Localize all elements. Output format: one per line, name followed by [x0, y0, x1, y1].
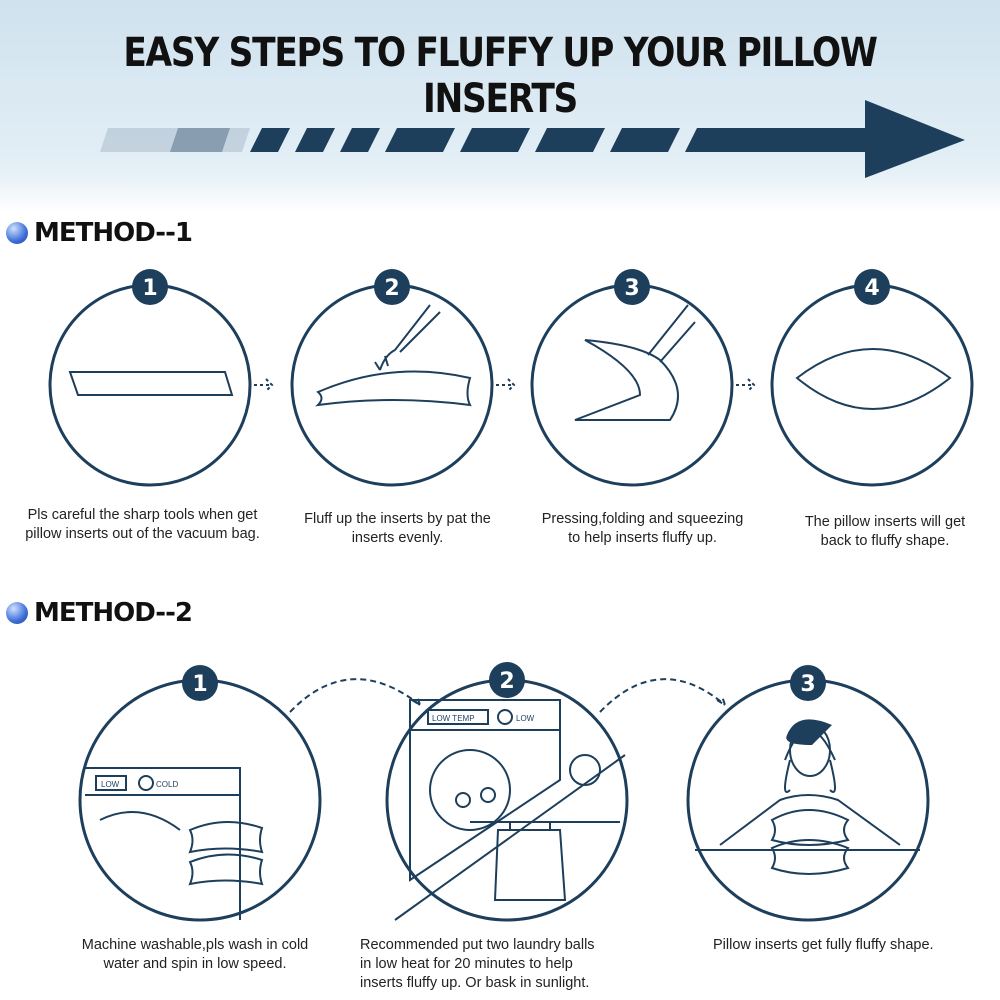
step-caption: Pressing,folding and squeezing to help i… [515, 510, 770, 548]
step-caption: Pillow inserts get fully fluffy shape. [700, 936, 1000, 955]
caption-line: Pressing,folding and squeezing [541, 511, 744, 527]
progress-arrow-icon [100, 100, 965, 178]
folded-pillow-icon [574, 304, 696, 421]
step-circle [48, 283, 252, 487]
step-number: 1 [142, 276, 157, 301]
step-circle [686, 678, 930, 922]
arrow-icon [496, 378, 516, 392]
caption-line: water and spin in low speed. [103, 956, 287, 972]
dryer-icon [409, 699, 561, 882]
step-number: 2 [384, 276, 399, 301]
caption-line: Machine washable,pls wash in cold [81, 937, 309, 953]
method-1-heading: METHOD--1 [6, 218, 193, 248]
page-title: EASY STEPS TO FLUFFY UP YOUR PILLOW INSE… [123, 30, 878, 122]
caption-line: back to fluffy shape. [820, 533, 950, 549]
caption-line: Recommended put two laundry balls [360, 937, 595, 953]
step-circle [290, 283, 494, 487]
step-caption: Machine washable,pls wash in cold water … [40, 936, 350, 974]
pillow-icon [188, 853, 264, 886]
step-number: 3 [624, 276, 639, 301]
bullet-icon [6, 222, 28, 244]
sun-icon [569, 754, 601, 786]
washer-label: COLD [156, 780, 178, 789]
dashed-arrow-icon [599, 678, 727, 713]
hanging-pillow-icon [470, 821, 620, 901]
method-label: METHOD--2 [34, 598, 193, 628]
flat-pillow-icon [68, 371, 234, 396]
step-number: 2 [499, 669, 514, 694]
washer-label: LOW TEMP [432, 714, 475, 723]
washer-label: LOW [516, 714, 535, 723]
washing-machine-icon [85, 767, 241, 920]
step-circle [530, 283, 734, 487]
pillow-icon [188, 820, 264, 854]
step-number: 4 [864, 276, 879, 301]
fluffy-pillow-icon [795, 348, 952, 410]
method-label: METHOD--1 [34, 218, 193, 248]
pillow-icon [770, 839, 850, 875]
caption-line: inserts fluffy up. Or bask in sunlight. [360, 975, 590, 991]
caption-line: pillow inserts out of the vacuum bag. [25, 526, 260, 542]
step-number: 3 [800, 672, 815, 697]
caption-line: to help inserts fluffy up. [568, 530, 717, 546]
step-caption: Recommended put two laundry balls in low… [360, 936, 660, 993]
pillow-hand-icon [315, 304, 472, 407]
bullet-icon [6, 602, 28, 624]
caption-line: Fluff up the inserts by pat the [304, 511, 491, 527]
step-caption: The pillow inserts will get back to fluf… [770, 513, 1000, 551]
step-circle [385, 678, 629, 922]
arrow-icon [736, 378, 756, 392]
pillow-icon [770, 809, 850, 846]
caption-line: Pillow inserts get fully fluffy shape. [713, 937, 934, 953]
method-2-heading: METHOD--2 [6, 598, 193, 628]
step-caption: Pls careful the sharp tools when get pil… [0, 506, 285, 544]
step-circle [78, 678, 322, 922]
caption-line: inserts evenly. [351, 530, 444, 546]
step-badges-m1: 1 2 3 4 [132, 269, 890, 305]
washer-label: LOW [101, 780, 120, 789]
caption-line: Pls careful the sharp tools when get [27, 507, 258, 523]
arrow-icon [254, 378, 274, 392]
caption-line: The pillow inserts will get [804, 514, 966, 530]
dashed-arrow-icon [289, 678, 422, 713]
step-caption: Fluff up the inserts by pat the inserts … [285, 510, 510, 548]
step-badges-m2: 1 2 3 [182, 662, 826, 701]
header-banner [0, 0, 1000, 212]
person-icon [719, 729, 901, 846]
caption-line: in low heat for 20 minutes to help [360, 956, 573, 972]
step-number: 1 [192, 672, 207, 697]
